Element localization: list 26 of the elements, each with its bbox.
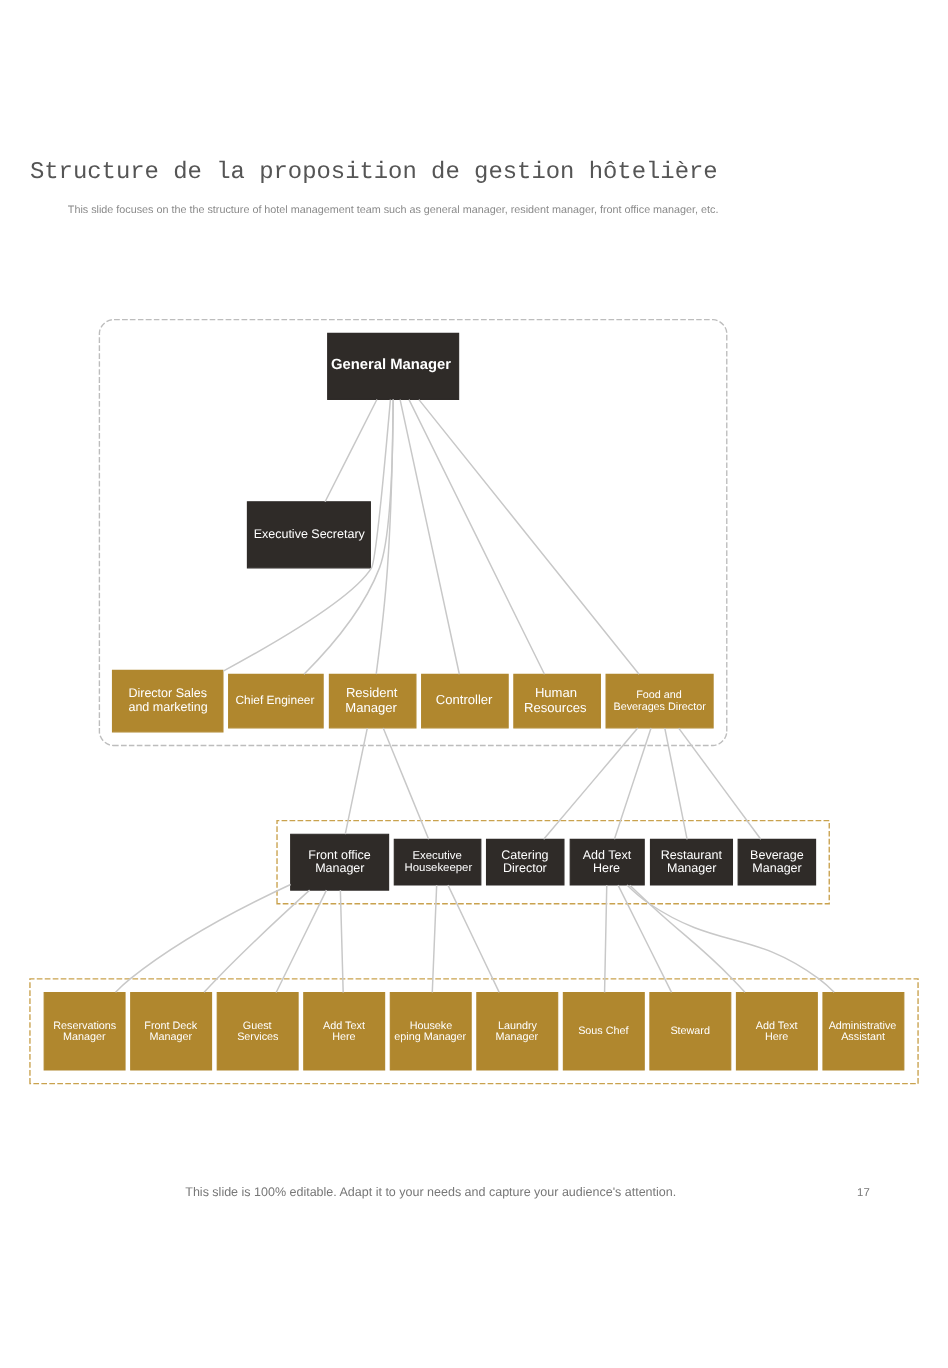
connector [603, 884, 608, 994]
connector [664, 727, 688, 840]
connector [114, 883, 292, 993]
connector [203, 889, 311, 994]
diagram-title: Structure de la proposition de gestion hôtelière [29, 158, 718, 187]
connector [275, 889, 328, 994]
connector [677, 727, 762, 840]
connector [324, 398, 378, 503]
connector [626, 884, 835, 994]
connector [617, 884, 673, 994]
connector [222, 398, 392, 672]
cluster [276, 819, 830, 905]
cluster [29, 978, 919, 1085]
cluster [98, 318, 728, 747]
connector [418, 398, 640, 675]
connector [431, 884, 438, 994]
connector [382, 727, 430, 840]
connector [399, 398, 461, 675]
connector [303, 398, 394, 675]
connector [629, 884, 746, 993]
connector [613, 727, 652, 840]
connector [408, 398, 546, 675]
connector [339, 889, 344, 994]
connector [542, 727, 639, 840]
connector [447, 884, 500, 994]
connector [344, 727, 369, 835]
